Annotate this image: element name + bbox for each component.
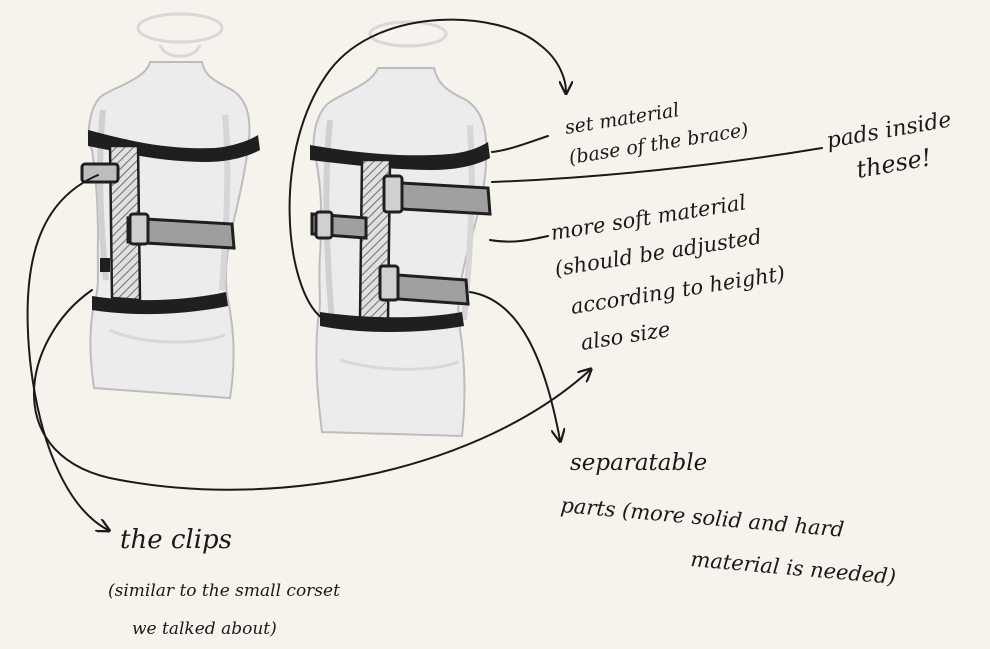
separatable-line-2: parts (more solid and hard [560, 493, 845, 542]
note-pads-inside: pads inside these! [825, 107, 954, 184]
pads-inside-line-1: pads inside [825, 107, 954, 154]
leader-set-material [492, 136, 548, 152]
leader-soft-material [490, 236, 548, 242]
the-clips-line-1: the clips [120, 525, 232, 555]
separatable-line-1: separatable [570, 450, 707, 476]
back-torso [310, 22, 490, 436]
soft-material-line-4: also size [579, 317, 672, 355]
note-set-material: set material (base of the brace) [563, 99, 750, 169]
the-clips-line-3: we talked about) [132, 619, 277, 639]
separatable-line-3: material is needed) [690, 547, 897, 589]
note-the-clips: the clips (similar to the small corset w… [108, 525, 340, 639]
front-torso [82, 14, 260, 398]
back-torso-body [314, 68, 487, 436]
note-separatable-parts: separatable parts (more solid and hard m… [560, 450, 897, 589]
arrow-separatable-parts [470, 292, 560, 440]
pads-inside-line-2: these! [854, 143, 933, 184]
the-clips-line-2: (similar to the small corset [108, 581, 340, 601]
note-soft-material: more soft material (should be adjusted a… [549, 190, 787, 355]
